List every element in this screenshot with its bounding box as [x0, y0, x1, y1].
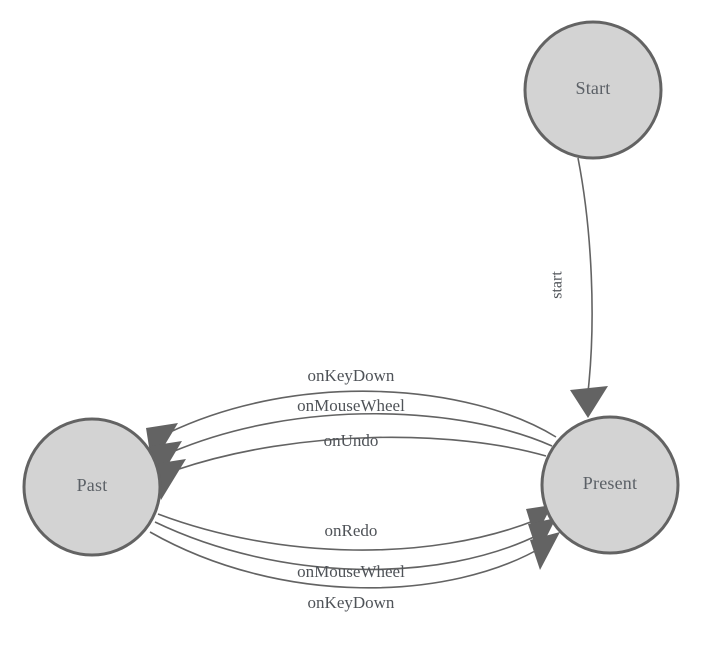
edge-path-past-present-wheel [154, 521, 541, 571]
arrowhead-present-past-undo [154, 459, 186, 500]
edge-label-onkeydown-bottom: onKeyDown [308, 593, 395, 612]
edge-label-onmousewheel-bottom: onMouseWheel [297, 562, 405, 581]
node-start[interactable]: Start [523, 20, 663, 160]
edge-past-to-present-onkeydown[interactable]: onKeyDown [149, 531, 560, 612]
edge-path-present-past-wheel [171, 412, 553, 453]
node-start-circle [523, 20, 663, 160]
edge-path-past-present-keydown [149, 531, 545, 589]
edge-path-past-present-redo [157, 513, 537, 551]
node-past[interactable]: Past [22, 417, 162, 557]
edge-label-start: start [549, 271, 566, 299]
edge-label-onmousewheel-top: onMouseWheel [297, 396, 405, 415]
node-start-label: Start [576, 78, 611, 98]
edge-present-to-past-onundo[interactable]: onUndo [154, 431, 547, 500]
node-present-label: Present [583, 473, 637, 493]
edge-path-start-present [577, 157, 593, 393]
node-present[interactable]: Present [540, 415, 680, 555]
edge-label-onundo: onUndo [324, 431, 379, 450]
edge-path-present-past-undo [175, 436, 547, 471]
node-past-label: Past [77, 475, 108, 495]
arrowhead-start-present [570, 386, 608, 418]
edge-path-present-past-keydown [167, 390, 557, 438]
edge-label-onredo: onRedo [325, 521, 378, 540]
node-past-circle [22, 417, 162, 557]
edge-label-onkeydown-top: onKeyDown [308, 366, 395, 385]
arrowhead-past-present-keydown [530, 532, 560, 570]
node-present-circle [540, 415, 680, 555]
edge-past-to-present-onredo[interactable]: onRedo [157, 505, 552, 551]
edge-start-to-present[interactable]: start [549, 157, 608, 418]
edge-present-to-past-onkeydown[interactable]: onKeyDown [146, 366, 557, 466]
